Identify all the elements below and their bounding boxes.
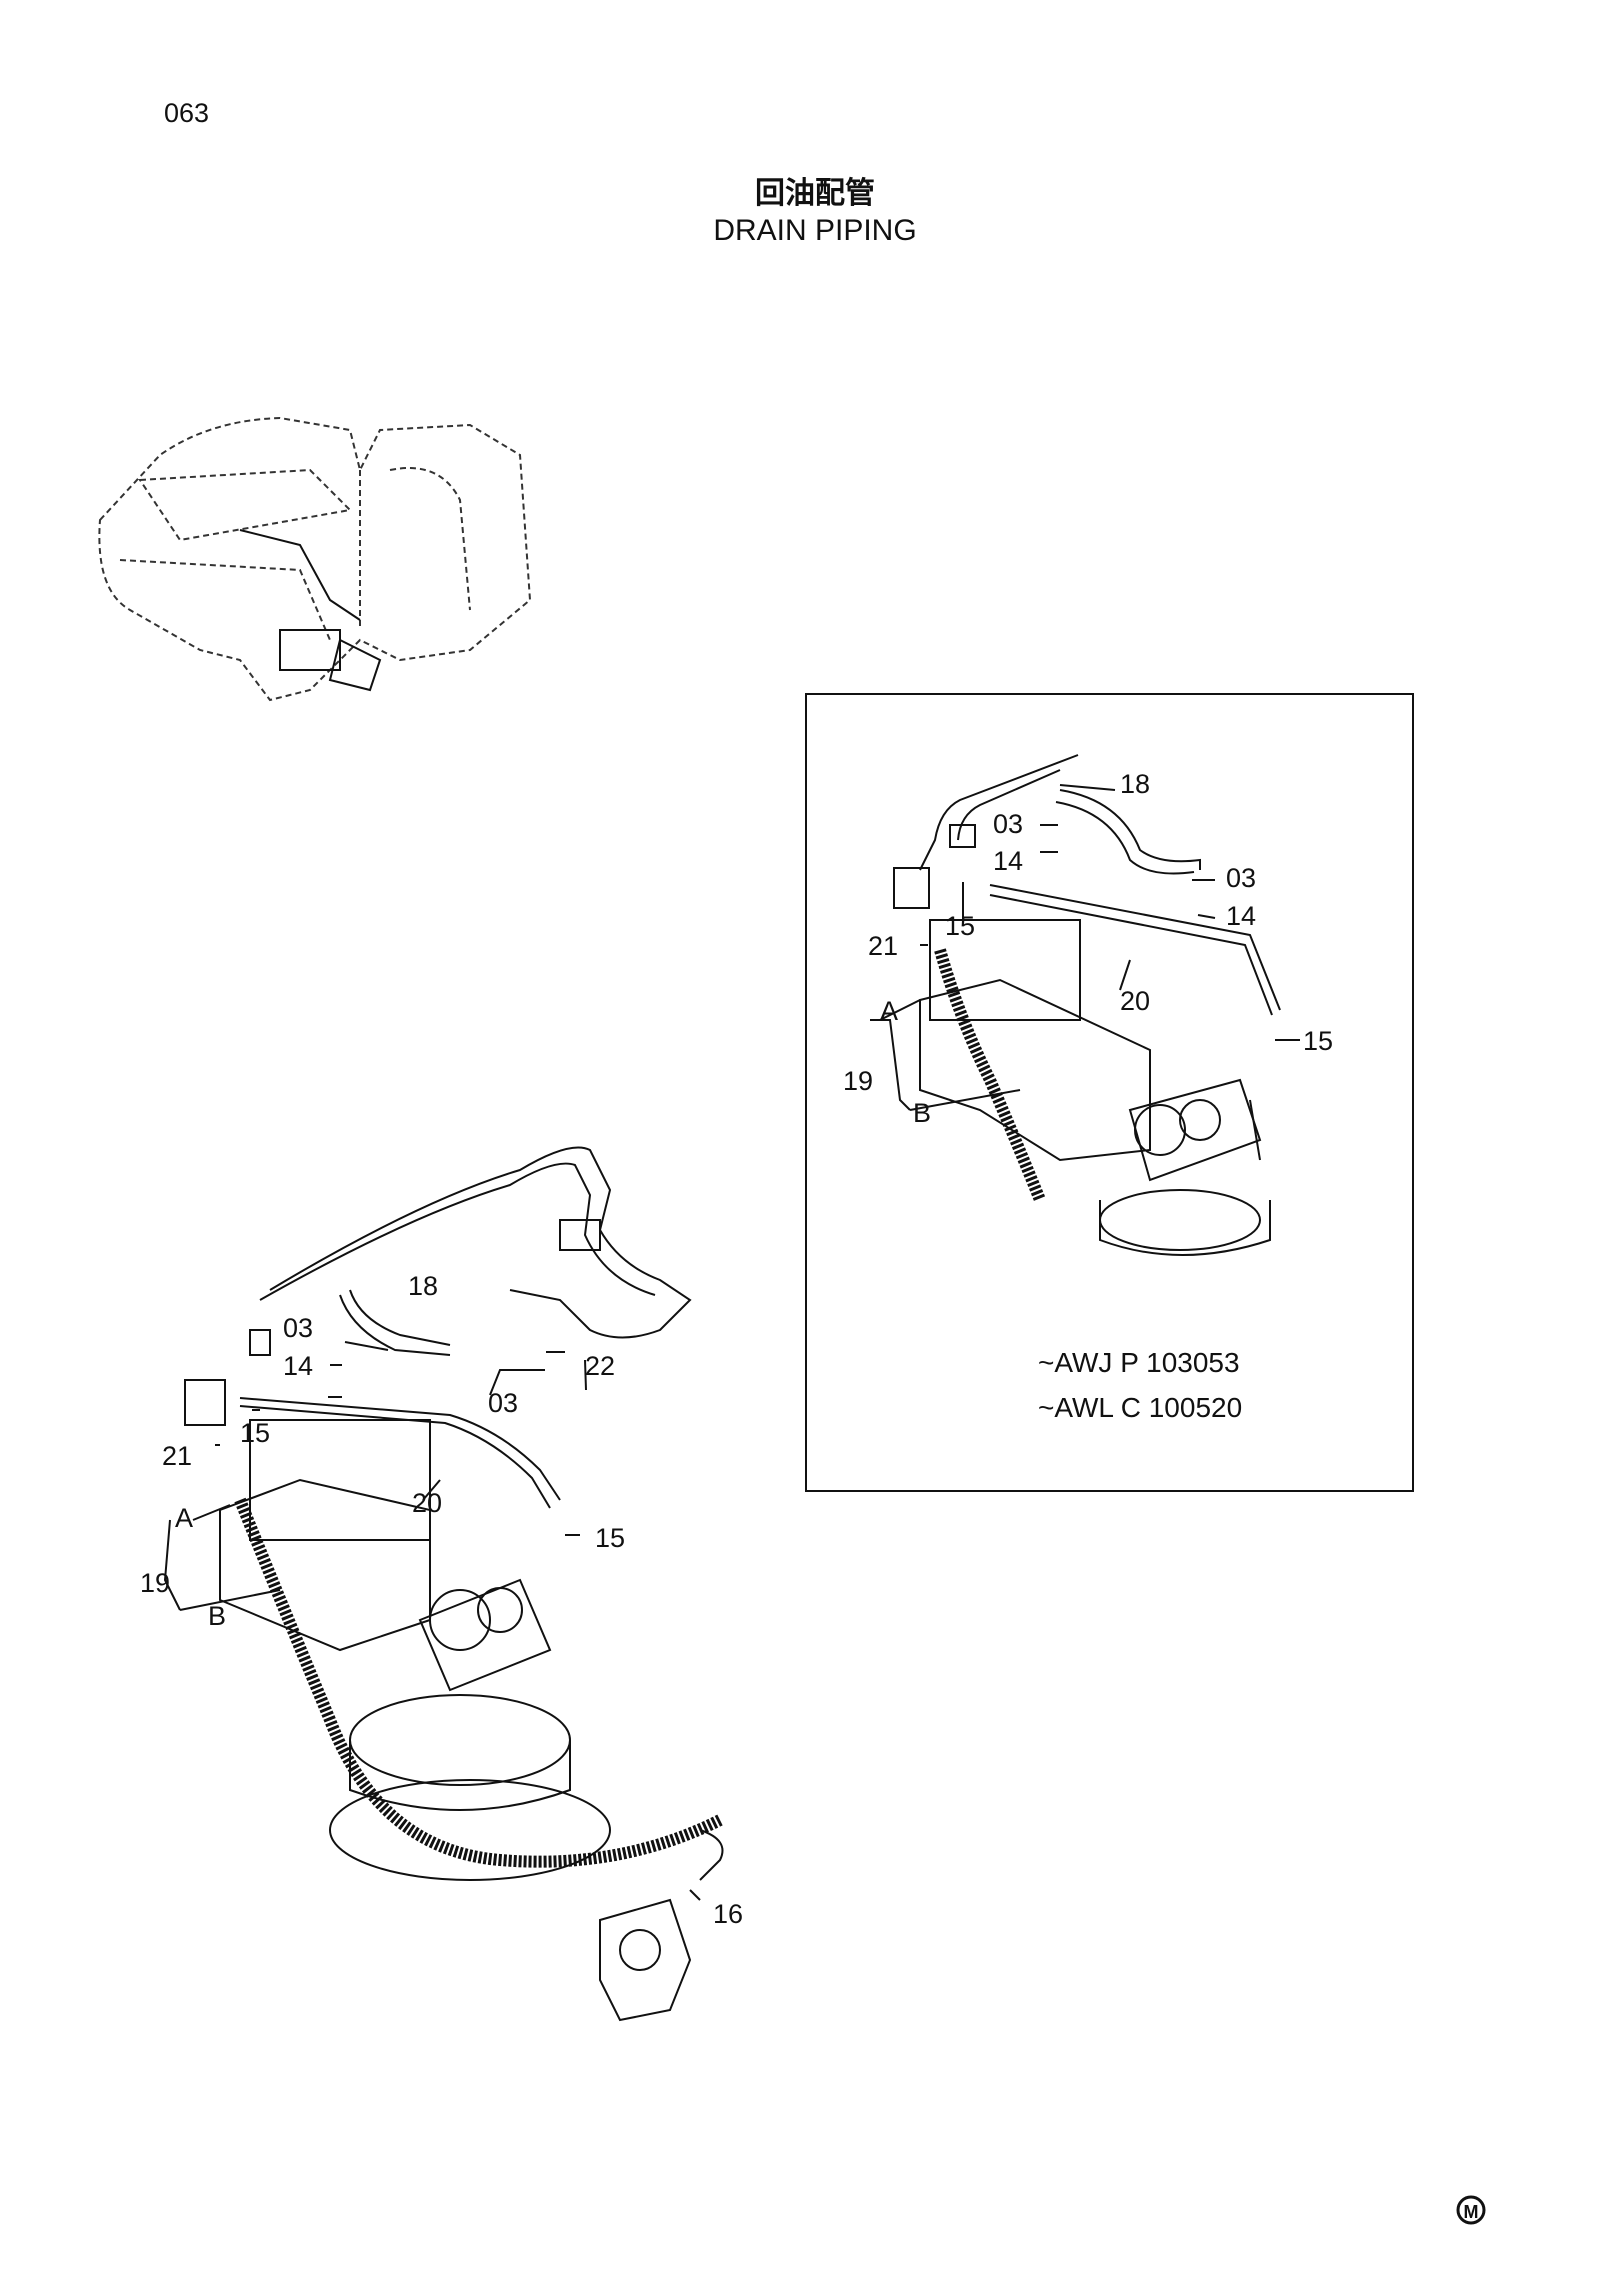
main-label-22: 22 [585, 1351, 615, 1381]
inset-label-A: A [880, 996, 898, 1026]
main-label-15-right: 15 [595, 1523, 625, 1553]
inset-label-14-right: 14 [1226, 901, 1256, 931]
inset-label-03-right: 03 [1226, 863, 1256, 893]
title-chinese: 回油配管 [755, 176, 875, 211]
inset-label-15-right: 15 [1303, 1026, 1333, 1056]
main-label-18: 18 [408, 1271, 438, 1301]
inset-label-03-left: 03 [993, 809, 1023, 839]
main-label-21: 21 [162, 1441, 192, 1471]
inset-label-B: B [913, 1098, 931, 1128]
inset-label-15-left: 15 [945, 911, 975, 941]
inset-label-14-left: 14 [993, 846, 1023, 876]
inset-label-18: 18 [1120, 769, 1150, 799]
title-english: DRAIN PIPING [713, 214, 917, 247]
inset-frame [805, 693, 1414, 1492]
main-label-03-left: 03 [283, 1313, 313, 1343]
serial-range-1: ~AWJ P 103053 [1038, 1347, 1240, 1378]
inset-label-21: 21 [868, 931, 898, 961]
main-label-03-bottom: 03 [488, 1388, 518, 1418]
main-label-A: A [175, 1503, 193, 1533]
main-label-16: 16 [713, 1899, 743, 1929]
main-label-14: 14 [283, 1351, 313, 1381]
main-drawing [163, 1146, 724, 2022]
inset-label-20: 20 [1120, 986, 1150, 1016]
main-label-19: 19 [140, 1568, 170, 1598]
main-label-B: B [208, 1601, 226, 1631]
inset-label-19: 19 [843, 1066, 873, 1096]
page-number: 063 [164, 98, 210, 128]
footer-mark-circle [1456, 2195, 1486, 2225]
inset-drawing [870, 754, 1300, 1256]
main-label-20: 20 [412, 1488, 442, 1518]
serial-range-2: ~AWL C 100520 [1038, 1392, 1242, 1423]
excavator-overview-sketch [98, 416, 532, 702]
main-label-15-left: 15 [240, 1418, 270, 1448]
footer-mark-letter: M [1464, 2202, 1479, 2222]
